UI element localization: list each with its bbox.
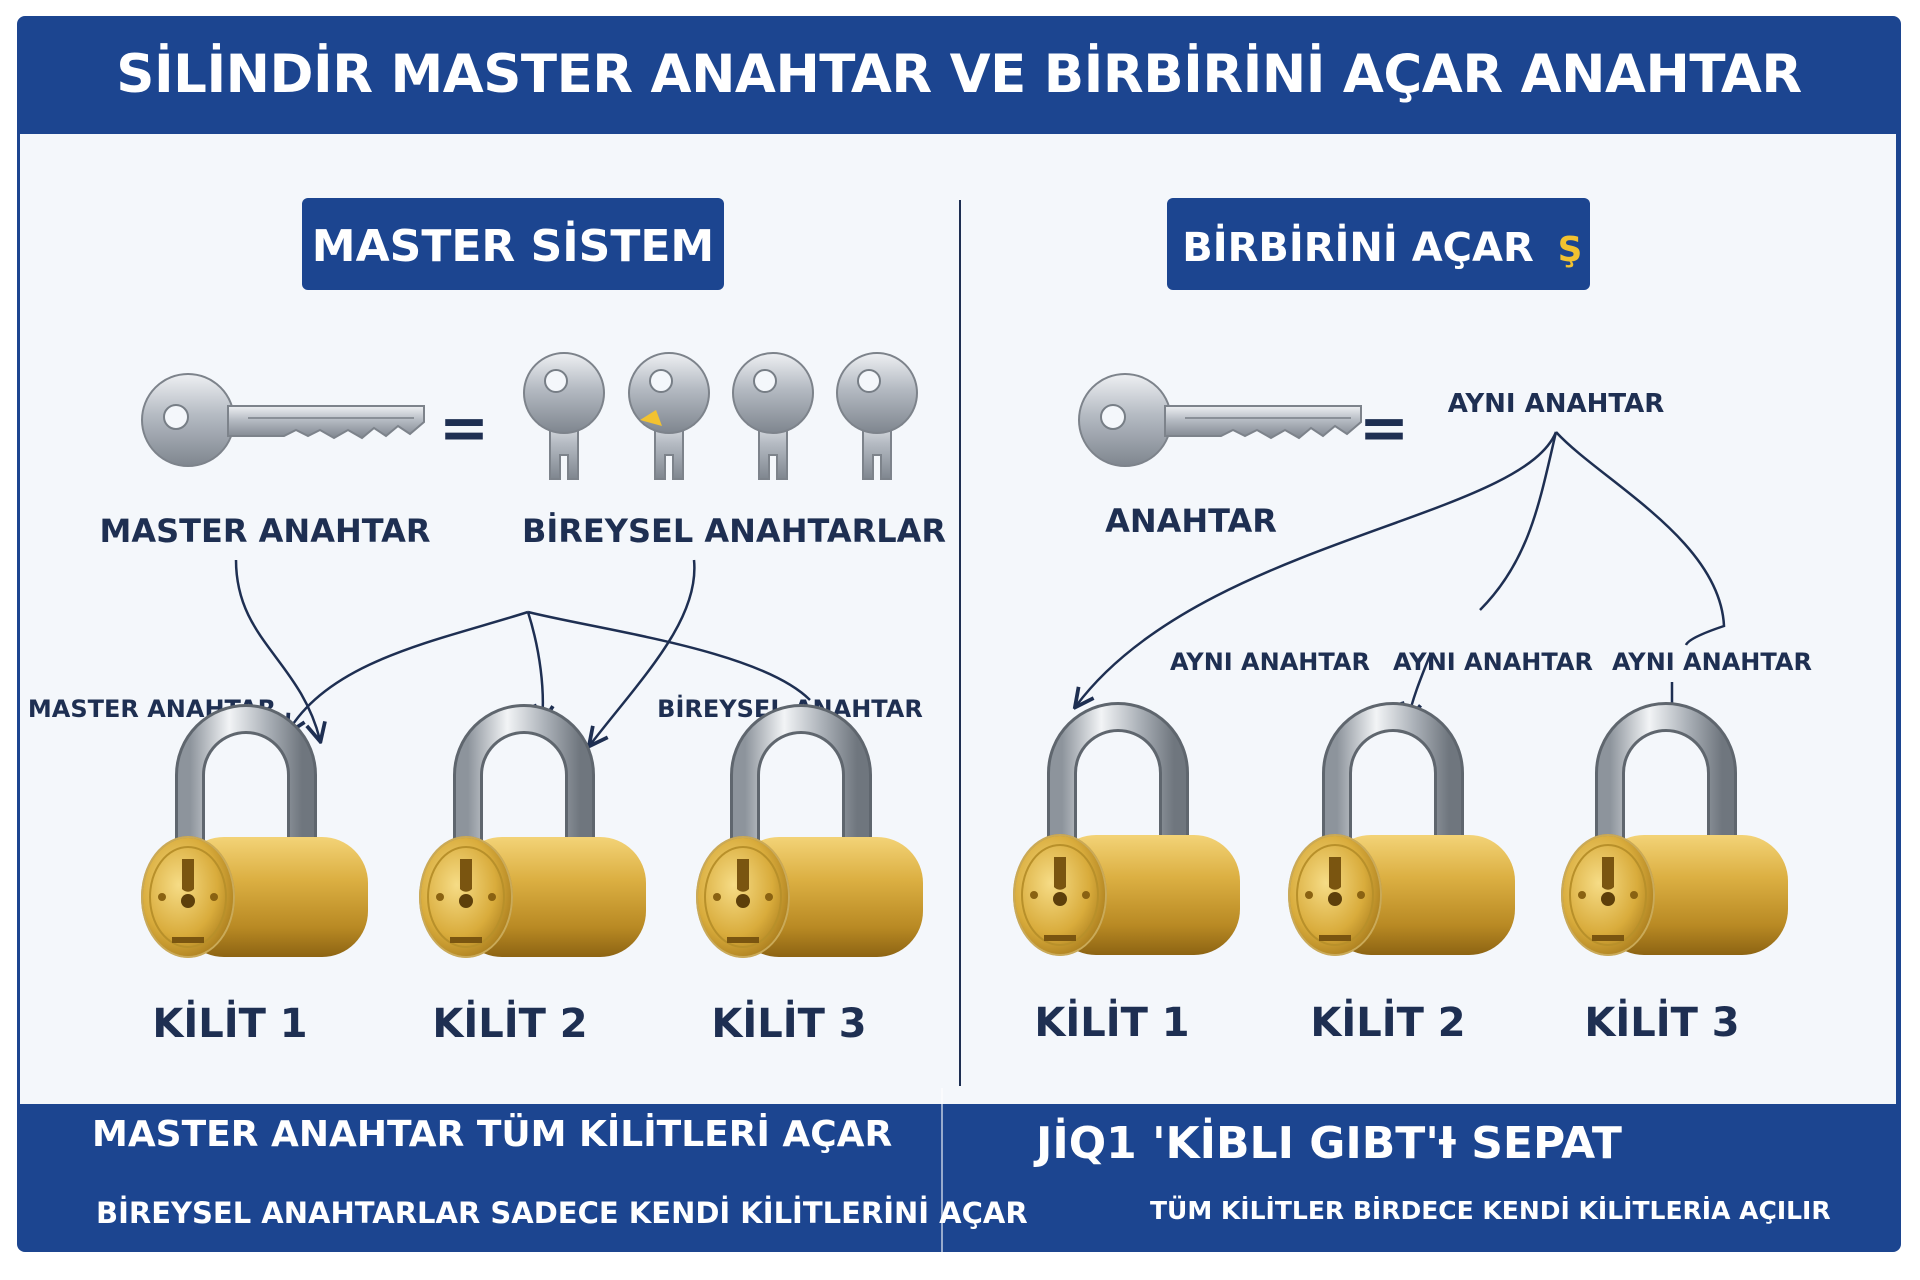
individual-key-icon-2	[628, 352, 710, 480]
lock-label-right-3: KİLİT 3	[1584, 998, 1739, 1046]
right-heading-glyph: Ş	[1558, 230, 1583, 270]
page-title: SİLİNDİR MASTER ANAHTAR VE BİRBİRİNİ AÇA…	[116, 44, 1802, 223]
master-key-label: MASTER ANAHTAR	[100, 512, 431, 550]
same-key-label-3: AYNI ANAHTAR	[1612, 648, 1812, 676]
right-key-label: ANAHTAR	[1105, 502, 1277, 540]
left-equals-sign: =	[439, 393, 489, 463]
individual-key-icon-4	[836, 352, 918, 480]
lock-label-right-2: KİLİT 2	[1310, 998, 1465, 1046]
lock-label-left-2: KİLİT 2	[432, 999, 587, 1047]
right-footer-line-2: TÜM KİLİTLER BİRDECE KENDİ KİLİTLERİA AÇ…	[1150, 1196, 1831, 1225]
left-footer-line-1: MASTER ANAHTAR TÜM KİLİTLERİ AÇAR	[92, 1114, 893, 1155]
left-heading: MASTER SİSTEM	[312, 219, 714, 272]
individual-key-icon-3	[732, 352, 814, 480]
lock-icon-right-3	[1562, 717, 1788, 955]
same-key-top-label: AYNI ANAHTAR	[1448, 389, 1665, 419]
lock-label-right-1: KİLİT 1	[1034, 998, 1189, 1046]
master-key-icon	[141, 373, 425, 467]
individual-key-icon-1	[523, 352, 605, 480]
lock-icon-left-3	[697, 719, 923, 957]
right-equals-sign: =	[1359, 393, 1409, 463]
lock-icon-left-2	[420, 719, 646, 957]
lock-icon-left-1	[142, 719, 368, 957]
same-key-label-1: AYNI ANAHTAR	[1170, 648, 1370, 676]
right-footer-line-1: JİQ1 'KİBLI GIBT'Ɨ SEPAT	[1036, 1118, 1622, 1169]
lock-icon-right-2	[1289, 717, 1515, 955]
same-key-label-2: AYNI ANAHTAR	[1393, 648, 1593, 676]
right-heading-box	[1167, 198, 1590, 290]
individual-keys-label: BİREYSEL ANAHTARLAR	[522, 512, 946, 550]
yellow-accent-icon	[640, 410, 662, 426]
lock-icon-right-1	[1014, 717, 1240, 955]
left-footer-line-2: BİREYSEL ANAHTARLAR SADECE KENDİ KİLİTLE…	[96, 1196, 1028, 1230]
lock-label-left-3: KİLİT 3	[711, 999, 866, 1047]
right-arrows	[1076, 431, 1726, 722]
right-heading: BİRBİRİNİ AÇAR	[1182, 223, 1534, 271]
left-heading-box	[302, 198, 724, 290]
footer-divider	[941, 1088, 943, 1252]
lock-label-left-1: KİLİT 1	[152, 999, 307, 1047]
same-key-icon	[1078, 373, 1362, 467]
